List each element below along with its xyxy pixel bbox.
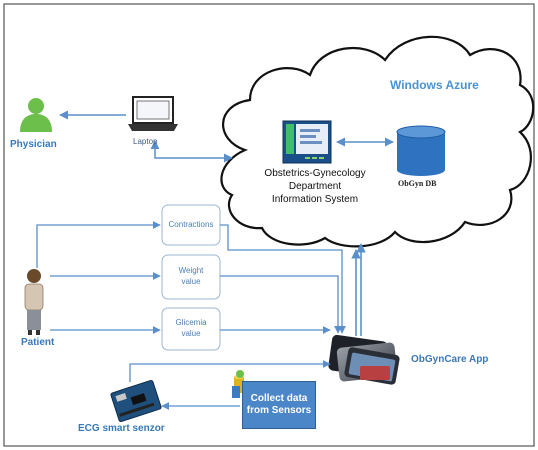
laptop-label: Laptop	[133, 137, 158, 146]
ecg-sensor-board-icon	[110, 379, 162, 423]
data-collector-icon	[232, 370, 244, 398]
his-label-line-2: Department	[288, 181, 342, 192]
laptop-cloud-arrow	[154, 146, 233, 163]
his-label-line-1: Obstetrics-Gynecology	[264, 168, 366, 179]
database-icon	[396, 125, 446, 176]
glicemia-label-line-1: Glicemia	[175, 318, 207, 327]
information-system-icon	[282, 120, 332, 164]
patient-contractions-arrow	[36, 221, 161, 268]
mobile-devices-icon	[328, 334, 400, 385]
collect-data-box: Collect data from Sensors	[242, 381, 316, 429]
ecg-app-arrow	[129, 360, 331, 382]
glicemia-label-line-2: value	[181, 329, 201, 338]
patient-label: Patient	[21, 337, 55, 348]
cloud-title: Windows Azure	[390, 78, 479, 92]
diagram-border	[3, 3, 535, 447]
weight-box	[161, 254, 221, 300]
weight-label-line-2: value	[181, 277, 201, 286]
patient-icon	[24, 269, 44, 335]
physician-icon	[20, 98, 52, 132]
glicemia-box	[161, 307, 221, 351]
his-label-line-3: Information System	[271, 194, 359, 205]
contractions-label: Contractions	[168, 220, 214, 229]
contractions-app-arrow	[220, 224, 346, 334]
weight-app-arrow	[220, 275, 342, 334]
app-label: ObGynCare App	[411, 354, 489, 365]
physician-label: Physician	[10, 139, 57, 150]
collect-line-1: Collect data	[250, 392, 308, 404]
laptop-icon	[128, 96, 178, 131]
weight-label-line-1: Weight	[178, 266, 204, 275]
db-label: ObGyn DB	[398, 179, 437, 188]
collect-line-2: from Sensors	[246, 405, 312, 416]
ecg-label: ECG smart senzor	[78, 423, 165, 434]
